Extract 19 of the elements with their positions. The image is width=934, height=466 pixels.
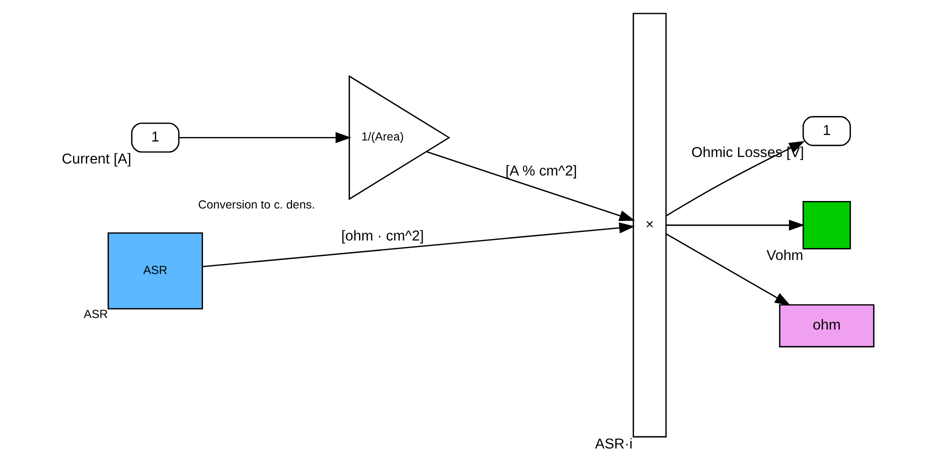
node-label: ASR [83,308,108,322]
node-box: ohm [778,304,874,348]
arrow [666,234,790,306]
arrow [666,220,804,231]
arrow [665,141,804,216]
arrow [178,132,351,144]
node-label: ASR·i [594,436,632,452]
node-box: × [632,12,666,438]
node-box: 1 [130,122,179,153]
node-box: 1 [802,116,850,146]
node-label: Conversion to c. dens. [198,198,315,212]
node-label: Vohm [766,248,803,264]
node-box: ASR [107,232,202,310]
edge-label: [A % cm^2] [505,163,576,180]
arrow [426,151,635,222]
edge-label: [ohm · cm^2] [340,228,424,245]
node-box [802,200,850,250]
node-label: Current [A] [61,151,131,168]
arrow [202,222,634,268]
